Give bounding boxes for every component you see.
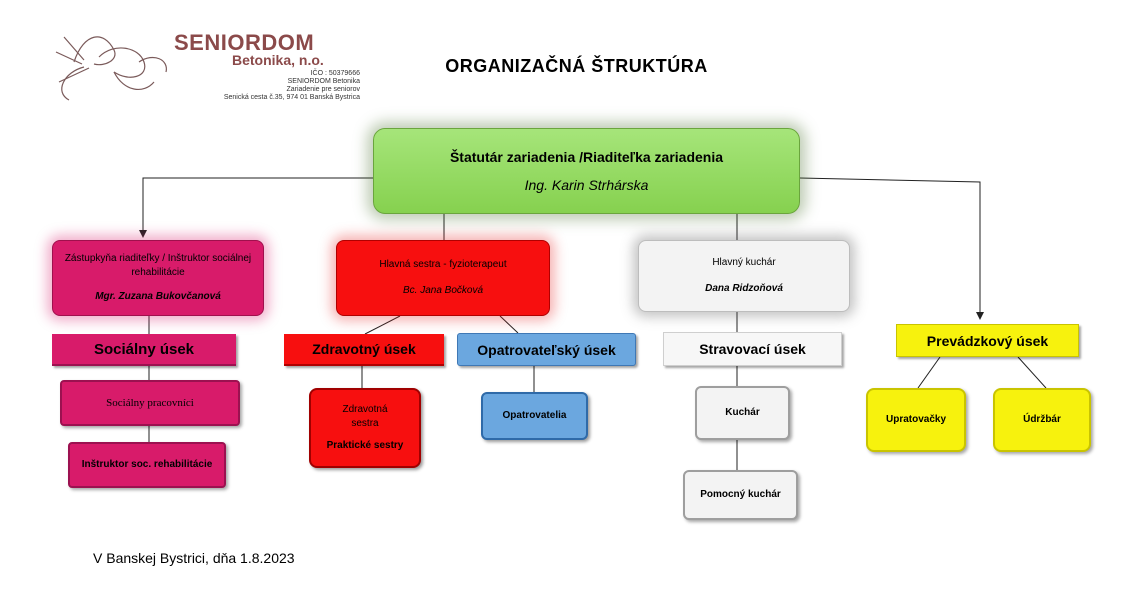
social-workers-card: Sociálny pracovníci (60, 380, 240, 426)
nurse-label: Zdravotná sestra (342, 404, 388, 429)
logo-address: IČO : 50379666 SENIORDOM Betonika Zariad… (170, 70, 360, 104)
cleaners-card: Upratovačky (866, 388, 966, 452)
logo-subname: Betonika, n.o. (232, 52, 324, 68)
catering-department: Stravovací úsek (663, 332, 842, 366)
health-department: Zdravotný úsek (284, 334, 444, 366)
care-department: Opatrovateľský úsek (457, 333, 636, 366)
head-nurse-role: Hlavná sestra - fyzioterapeut (379, 259, 507, 270)
logo-street: Senická cesta č.35, 974 01 Banská Bystri… (223, 94, 360, 101)
director-role: Štatutár zariadenia /Riaditeľka zariaden… (449, 149, 724, 165)
head-chef-role: Hlavný kuchár (712, 257, 776, 268)
head-nurse-name: Bc. Jana Bočková (402, 285, 484, 296)
logo-desc: Zariadenie pre seniorov (286, 86, 360, 93)
practical-nurses-label: Praktické sestry (326, 440, 404, 451)
nurses-card: Zdravotná sestra Praktické sestry (309, 388, 421, 468)
assistant-cook-card: Pomocný kuchár (683, 470, 798, 520)
page-title: ORGANIZAČNÁ ŠTRUKTÚRA (445, 56, 708, 76)
footer-date: V Banskej Bystrici, dňa 1.8.2023 (93, 550, 295, 566)
deputy-name: Mgr. Zuzana Bukovčanová (95, 291, 221, 302)
flower-logo-icon (55, 36, 167, 101)
operations-department: Prevádzkový úsek (896, 324, 1079, 357)
cook-card: Kuchár (695, 386, 790, 440)
head-nurse-box: Hlavná sestra - fyzioterapeut Bc. Jana B… (336, 240, 550, 316)
logo-org: SENIORDOM Betonika (287, 78, 360, 85)
company-logo (44, 22, 364, 104)
director-name: Ing. Karin Strhárska (524, 177, 649, 193)
caregivers-card: Opatrovatelia (481, 392, 588, 440)
social-department: Sociálny úsek (52, 334, 236, 366)
logo-name: SENIORDOM (174, 30, 315, 55)
head-chef-box: Hlavný kuchár Dana Ridzoňová (638, 240, 850, 312)
maintenance-card: Údržbár (993, 388, 1091, 452)
deputy-role: Zástupkyňa riaditeľky / Inštruktor sociá… (64, 253, 252, 278)
instructor-card: Inštruktor soc. rehabilitácie (68, 442, 226, 488)
director-box: Štatutár zariadenia /Riaditeľka zariaden… (373, 128, 800, 214)
head-chef-name: Dana Ridzoňová (705, 283, 783, 294)
logo-ico: IČO : 50379666 (310, 70, 360, 77)
deputy-box: Zástupkyňa riaditeľky / Inštruktor sociá… (52, 240, 264, 316)
